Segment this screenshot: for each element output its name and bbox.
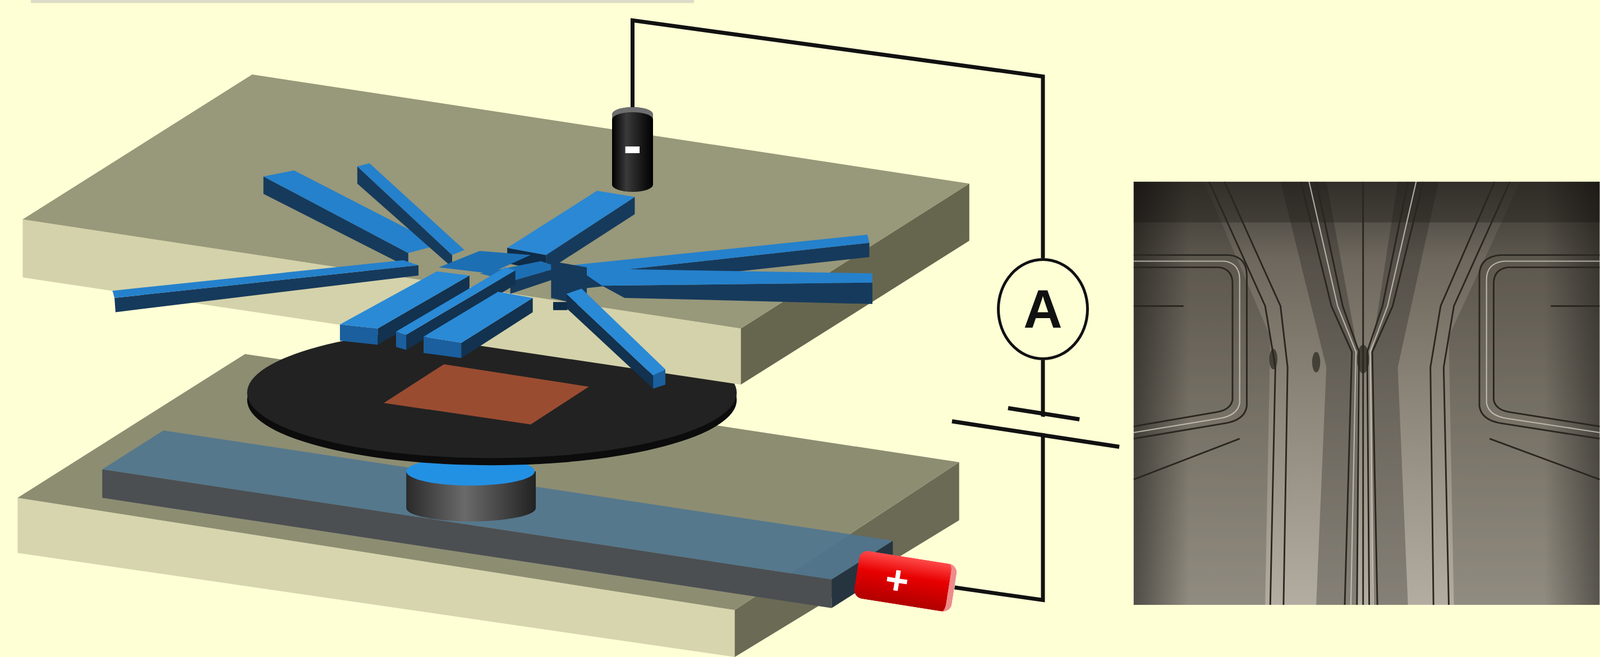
micrograph-photo-part-part <box>1224 181 1288 606</box>
micrograph-photo-part-part <box>1369 181 1416 606</box>
sample-chip <box>383 364 589 425</box>
micrograph-photo-part-part <box>1357 345 1370 374</box>
probe-electrodes-part <box>357 163 465 256</box>
micrograph-photo-part-part <box>1430 181 1496 606</box>
micrograph-photo-part-part <box>1208 181 1276 606</box>
pedestal <box>406 457 536 522</box>
lower-slab-part <box>17 353 959 610</box>
lower-slab <box>17 353 959 657</box>
ammeter-symbol: A <box>996 258 1089 361</box>
micrograph-photo-part-part <box>1362 181 1364 606</box>
probe-electrodes-part <box>566 293 654 389</box>
micrograph-photo-part-part <box>1133 260 1240 432</box>
micrograph-photo-part-part <box>1372 181 1424 606</box>
probe-electrodes-part <box>507 190 635 256</box>
micrograph-photo-part <box>1133 181 1600 606</box>
top-shadow-bar <box>30 0 694 3</box>
battery-short-plate <box>1008 407 1080 420</box>
ammeter-symbol-label: A <box>1023 282 1062 337</box>
battery-long-plate <box>952 421 1120 447</box>
probe-electrodes-part <box>576 268 873 286</box>
positive-terminal-label: + <box>882 558 913 602</box>
probe-electrodes-part <box>566 288 666 376</box>
micrograph-photo-part-part <box>1486 260 1600 432</box>
micrograph-photo-part-part <box>1308 181 1356 606</box>
micrograph-photo-part-part <box>1133 305 1184 307</box>
probe-electrodes-part <box>553 301 568 311</box>
micrograph-photo-part-part <box>1300 181 1353 606</box>
micrograph-photo <box>1133 181 1600 606</box>
micrograph-photo-part <box>1133 181 1600 606</box>
micrograph-photo-part-part <box>1312 351 1321 372</box>
micrograph-photo-part <box>1133 181 1600 606</box>
probe-electrodes-part <box>357 166 453 268</box>
micrograph-photo-part-part <box>1493 267 1600 427</box>
micrograph-photo-part <box>1269 345 1369 374</box>
micrograph-photo-part-part <box>1550 305 1600 307</box>
battery-gap <box>1034 415 1051 435</box>
negative-terminal: - <box>612 107 654 192</box>
circuit-wire <box>954 360 1043 601</box>
micrograph-photo-part <box>1133 181 1600 606</box>
micrograph-photo-part-part <box>1133 438 1240 480</box>
micrograph-photo-part-part <box>1133 267 1233 427</box>
micrograph-photo-part-part <box>1269 348 1278 370</box>
micrograph-photo-part-part <box>1479 255 1600 439</box>
negative-terminal-label: - <box>623 116 642 173</box>
probe-electrodes-part <box>601 282 873 305</box>
upper-slab <box>22 74 969 385</box>
probe-electrodes-part <box>112 260 418 298</box>
micrograph-photo-part-part <box>1133 255 1248 439</box>
positive-terminal: + <box>852 549 958 613</box>
probe-electrodes-part <box>423 291 533 343</box>
probe-electrodes <box>112 163 873 389</box>
probe-electrodes-part <box>396 331 407 351</box>
micrograph-photo-part-part <box>1443 181 1510 606</box>
micrograph-photo-part-part <box>1489 438 1600 480</box>
circuit-wire <box>632 20 1044 259</box>
